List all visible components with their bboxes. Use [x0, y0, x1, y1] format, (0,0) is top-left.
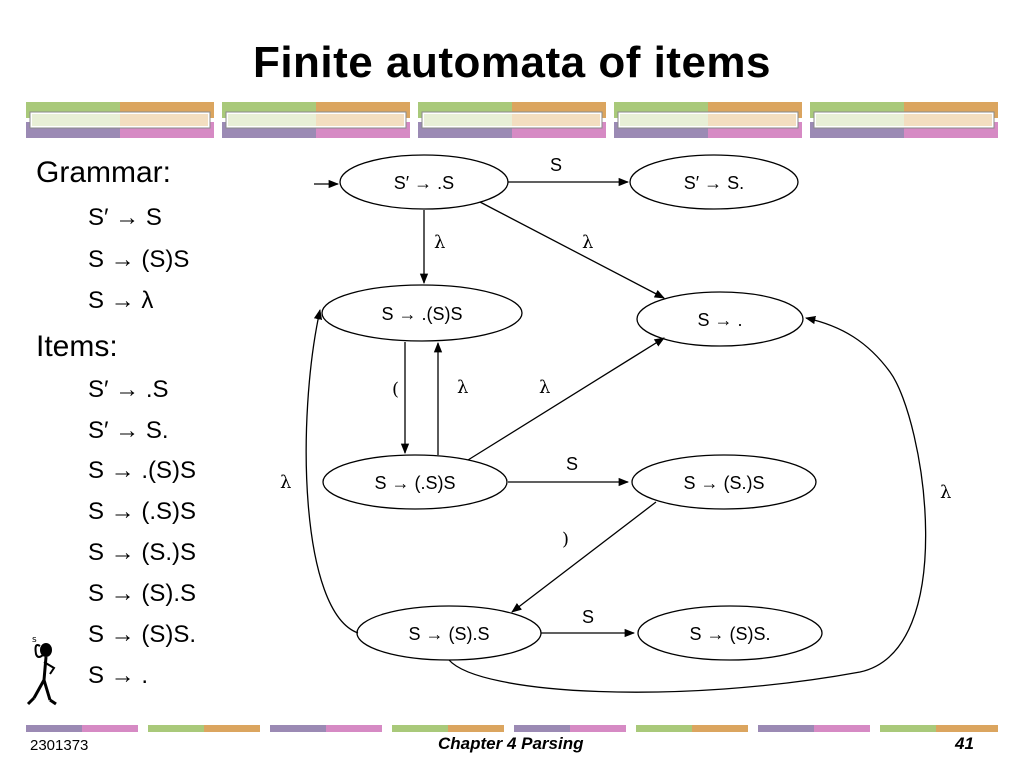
- label-s2-s4: (: [392, 379, 399, 400]
- item-2: S′ → S.: [88, 417, 169, 444]
- grammar-rule-2: S → (S)S: [88, 246, 190, 273]
- svg-text:s: s: [32, 635, 37, 645]
- svg-text:S → (S)S.: S → (S)S.: [689, 624, 770, 644]
- items-heading: Items:: [36, 330, 118, 363]
- svg-text:S′ → S.: S′ → S.: [684, 173, 744, 193]
- svg-text:S → (S.)S: S → (S.)S: [683, 473, 764, 493]
- item-6: S → (S).S: [88, 580, 197, 607]
- grammar-rule-3: S → λ: [88, 287, 154, 314]
- label-s6-s3: λ: [940, 482, 951, 503]
- edge-s0-s3: [479, 201, 665, 299]
- svg-text:S → .: S → .: [697, 310, 742, 330]
- item-1: S′ → .S: [88, 376, 169, 403]
- page-number: 41: [955, 734, 974, 753]
- item-8: S → .: [88, 662, 149, 689]
- state-s5: S → (S.)S: [631, 454, 817, 510]
- label-s6-s7: S: [582, 607, 594, 627]
- svg-text:S → (.S)S: S → (.S)S: [374, 473, 455, 493]
- state-s3: S → .: [636, 291, 804, 347]
- footer-strip: [26, 725, 998, 732]
- label-s6-s2: λ: [280, 472, 291, 493]
- item-5: S → (S.)S: [88, 539, 197, 566]
- state-s1: S′ → S.: [629, 154, 799, 210]
- title-banner: [26, 102, 998, 138]
- course-code: 2301373: [30, 737, 89, 754]
- svg-text:S′ → .S: S′ → .S: [394, 173, 454, 193]
- item-4: S → (.S)S: [88, 498, 197, 525]
- item-3: S → .(S)S: [88, 457, 197, 484]
- label-s0-s3: λ: [582, 232, 593, 253]
- label-s0-s2: λ: [434, 232, 445, 253]
- label-s4-s3: λ: [539, 377, 550, 398]
- svg-text:S → .(S)S: S → .(S)S: [381, 304, 462, 324]
- label-s5-s6: ): [562, 529, 569, 550]
- thinking-stick-figure-icon: s: [26, 635, 57, 706]
- edge-s4-s3: [467, 337, 665, 461]
- label-s4-s5: S: [566, 454, 578, 474]
- state-s7: S → (S)S.: [637, 605, 823, 661]
- item-7: S → (S)S.: [88, 621, 197, 648]
- state-s6: S → (S).S: [356, 605, 542, 661]
- grammar-heading: Grammar:: [36, 156, 171, 189]
- chapter-label: Chapter 4 Parsing: [438, 734, 584, 753]
- grammar-rule-1: S′ → S: [88, 204, 162, 231]
- state-s2: S → .(S)S: [321, 284, 523, 342]
- state-s0: S′ → .S: [339, 154, 509, 210]
- edge-s6-s3: [448, 315, 927, 693]
- edge-s6-s2: [305, 308, 359, 634]
- label-s0-s1: S: [550, 155, 562, 175]
- label-s4-s2: λ: [457, 377, 468, 398]
- slide-title: Finite automata of items: [252, 38, 772, 87]
- edge-s5-s6: [511, 501, 657, 613]
- state-s4: S → (.S)S: [322, 454, 508, 510]
- svg-text:S → (S).S: S → (S).S: [408, 624, 489, 644]
